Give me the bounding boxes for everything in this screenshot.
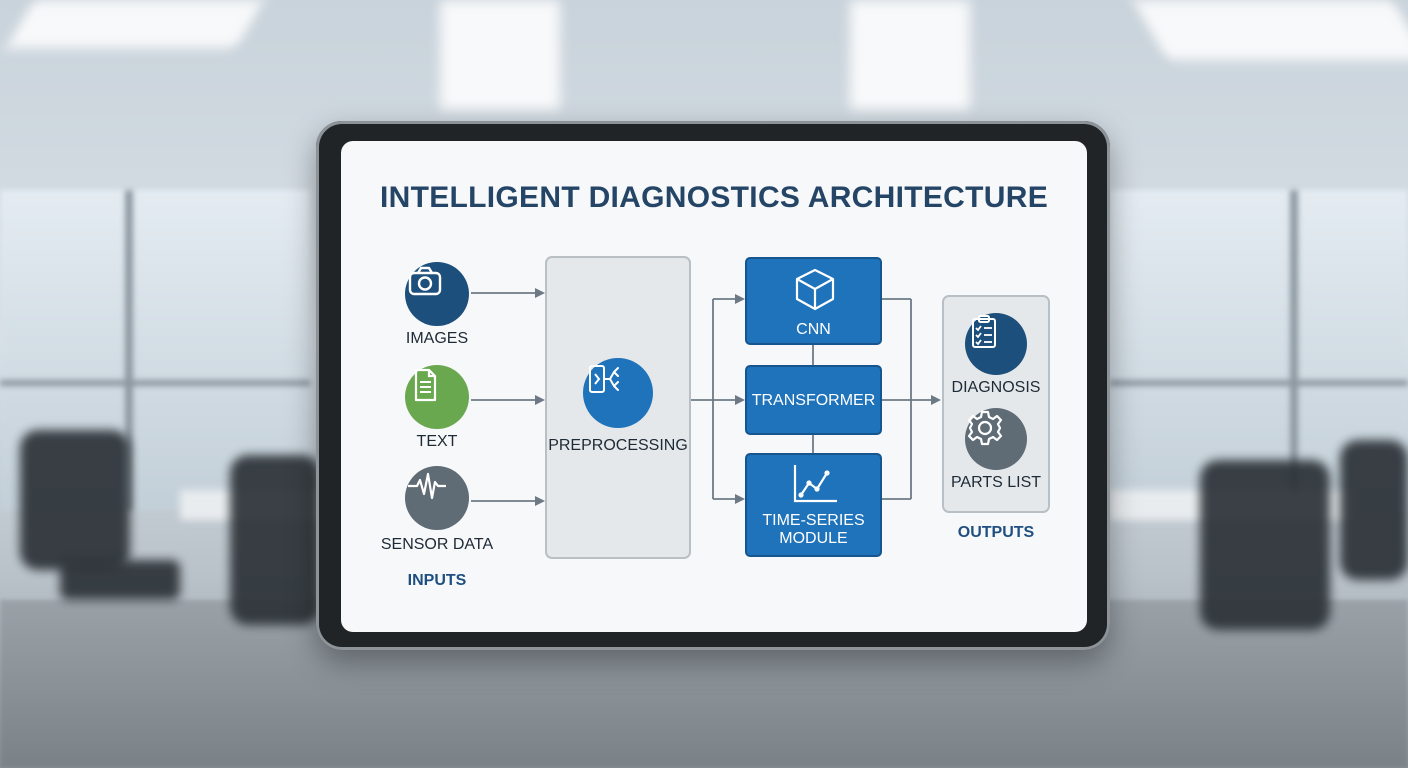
diagnosis-label: DIAGNOSIS: [951, 379, 1041, 396]
text-label: TEXT: [416, 433, 458, 450]
cnn-module: CNN: [745, 257, 882, 345]
parts-list-label: PARTS LIST: [950, 474, 1042, 491]
branching-flow-icon: [589, 365, 619, 393]
connector-arrows: [471, 288, 941, 506]
line-chart-icon: [793, 465, 837, 503]
transformer-module: TRANSFORMER: [745, 365, 882, 435]
time-series-label-line2: MODULE: [779, 530, 848, 547]
sensor-data-node: [405, 466, 469, 530]
preprocessing-label: PREPROCESSING: [548, 437, 688, 454]
document-icon: [414, 368, 437, 402]
checklist-icon: [972, 315, 996, 348]
sensor-data-label: SENSOR DATA: [380, 536, 494, 553]
images-label: IMAGES: [405, 330, 469, 347]
diagram-title: INTELLIGENT DIAGNOSTICS ARCHITECTURE: [379, 181, 1049, 214]
text-node: [405, 365, 469, 429]
cnn-label: CNN: [796, 321, 831, 338]
diagnosis-node: [965, 313, 1027, 375]
preprocessing-node: [583, 358, 653, 428]
inputs-header: INPUTS: [407, 572, 467, 589]
time-series-module: TIME-SERIES MODULE: [745, 453, 882, 557]
waveform-icon: [408, 472, 446, 500]
cube-icon: [795, 268, 835, 311]
gear-icon: [967, 410, 1003, 446]
parts-list-node: [965, 408, 1027, 470]
diagram-screen: INTELLIGENT DIAGNOSTICS ARCHITECTURE IMA…: [341, 141, 1087, 632]
transformer-label: TRANSFORMER: [751, 392, 876, 409]
time-series-label-line1: TIME-SERIES: [762, 512, 865, 529]
camera-icon: [408, 266, 442, 296]
outputs-header: OUTPUTS: [957, 524, 1035, 541]
images-node: [405, 262, 469, 326]
